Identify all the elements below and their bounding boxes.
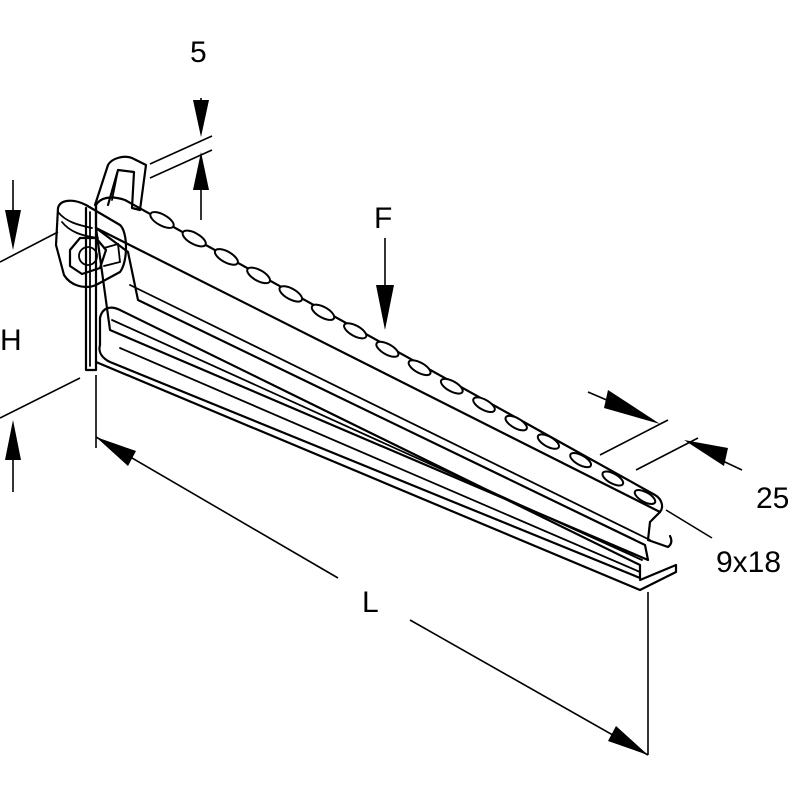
length-arrow-right [608,726,648,755]
load-arrow-head [376,285,394,330]
slot-hole [181,229,207,248]
length-dim-line-b [409,619,649,756]
bracket-body [94,196,678,592]
slot-hole [343,322,368,340]
slot-row [149,211,657,505]
mounting-clamp [54,155,148,372]
slot-size-label: 9x18 [716,546,781,579]
dimension-height: H [0,180,81,492]
slot-size-leader [665,509,713,539]
slot-hole [310,303,336,321]
slot-hole [569,452,593,469]
slot-hole [439,377,464,395]
web-line-3 [119,347,641,573]
web-line-1 [129,284,651,541]
clamp-body [54,199,128,289]
load-label: F [374,202,392,235]
web-line-2 [111,319,643,561]
slot-hole [407,359,432,377]
lower-profile [98,306,642,580]
height-extension-bottom [0,377,81,419]
bolt-shank [103,242,121,267]
slot-hole [213,248,239,266]
hex-bolt-head [68,236,108,276]
dimension-thickness: 5 [149,36,213,220]
width-label: 25 [756,482,789,515]
hook-clip-inner [111,169,119,201]
slot-hole [246,266,272,285]
length-label: L [362,586,379,619]
thickness-arrow-up [193,152,209,190]
slot-hole [278,285,304,303]
bolt-center [78,246,98,266]
slot-hole [472,396,496,414]
thickness-arrow-down [193,100,209,137]
bracket-web [94,226,650,562]
height-label: H [0,324,22,357]
flange-lip [646,510,673,549]
thickness-label: 5 [190,36,207,69]
hook-clip [93,155,148,212]
length-arrow-left [96,437,136,466]
dimension-length: L [95,375,649,756]
width-extension-b [635,437,699,471]
height-extension-top [0,231,59,263]
slot-hole [375,340,400,358]
slot-hole [504,414,528,432]
length-dim-line-a [95,436,339,579]
height-arrow-up [5,420,21,460]
slot-hole [633,489,657,505]
width-arrow-right [604,390,660,424]
slot-size-callout: 9x18 [665,509,781,579]
bottom-edge [94,360,678,592]
width-arrow-left [684,440,728,466]
slot-hole [601,470,625,487]
slot-hole [536,433,561,450]
thickness-extension-top [149,135,213,165]
load-indicator: F [374,202,394,330]
slot-hole [149,211,175,229]
clamp-shoulder [57,211,93,229]
dimension-width: 25 [587,390,789,515]
height-arrow-down [5,210,21,250]
thickness-extension-bottom [149,149,213,179]
back-plate [84,203,98,372]
top-flange [94,196,664,514]
width-extension-a [599,419,669,456]
